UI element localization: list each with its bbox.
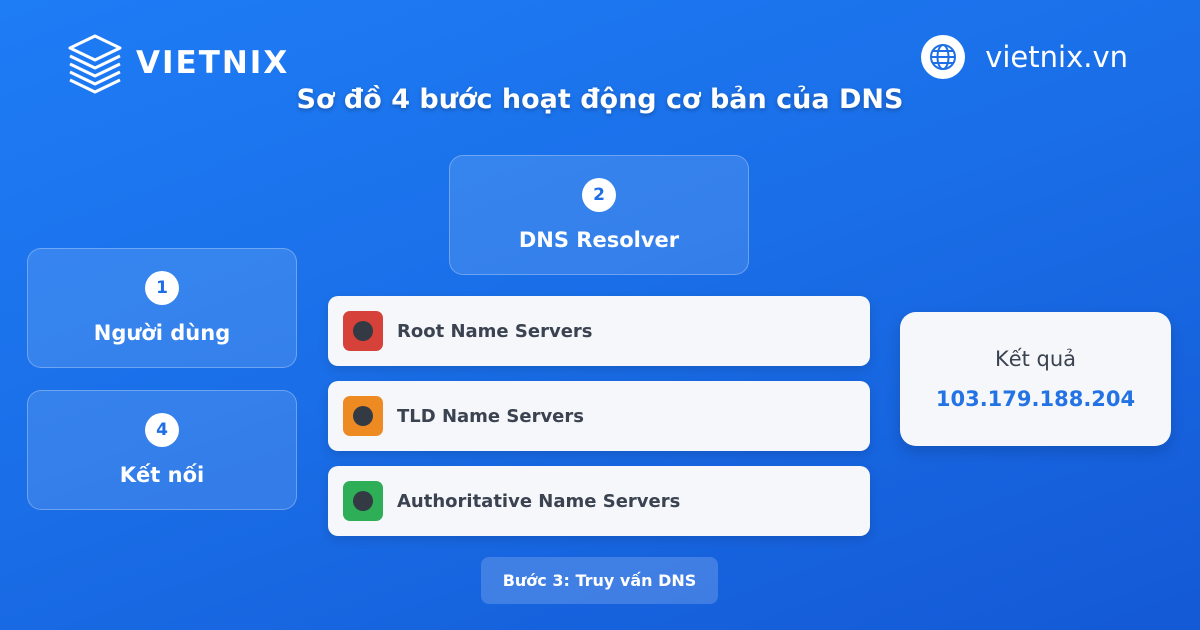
brand-logo: VIETNIX	[64, 32, 289, 94]
root-server-row: Root Name Servers	[328, 296, 870, 366]
server-status-icon	[343, 396, 383, 436]
server-label: Authoritative Name Servers	[397, 490, 681, 512]
stacked-layers-icon	[68, 34, 122, 94]
globe-icon	[921, 35, 966, 79]
brand-name: VIETNIX	[136, 45, 290, 81]
step-resolver-box: 2 DNS Resolver	[449, 155, 749, 275]
step-user-box: 1 Người dùng	[27, 248, 297, 368]
server-status-icon	[343, 481, 383, 521]
server-status-icon	[343, 311, 383, 351]
tld-server-row: TLD Name Servers	[328, 381, 870, 451]
step-number-badge: 2	[582, 178, 616, 212]
step-user-label: Người dùng	[93, 321, 231, 345]
website-text: vietnix.vn	[985, 40, 1128, 74]
step-resolver-label: DNS Resolver	[518, 228, 680, 252]
step3-label: Bước 3: Truy vấn DNS	[481, 557, 718, 604]
website-link[interactable]: vietnix.vn	[921, 35, 1128, 79]
step-number-badge: 4	[145, 413, 179, 447]
step-number-badge: 1	[145, 271, 179, 305]
result-title: Kết quả	[994, 347, 1077, 371]
server-label: TLD Name Servers	[397, 405, 584, 427]
server-label: Root Name Servers	[397, 320, 593, 342]
step-connect-box: 4 Kết nối	[27, 390, 297, 510]
step-connect-label: Kết nối	[119, 463, 205, 487]
result-box: Kết quả 103.179.188.204	[900, 312, 1171, 446]
diagram-title: Sơ đồ 4 bước hoạt động cơ bản của DNS	[296, 84, 904, 115]
result-ip-address: 103.179.188.204	[935, 387, 1136, 411]
authoritative-server-row: Authoritative Name Servers	[328, 466, 870, 536]
